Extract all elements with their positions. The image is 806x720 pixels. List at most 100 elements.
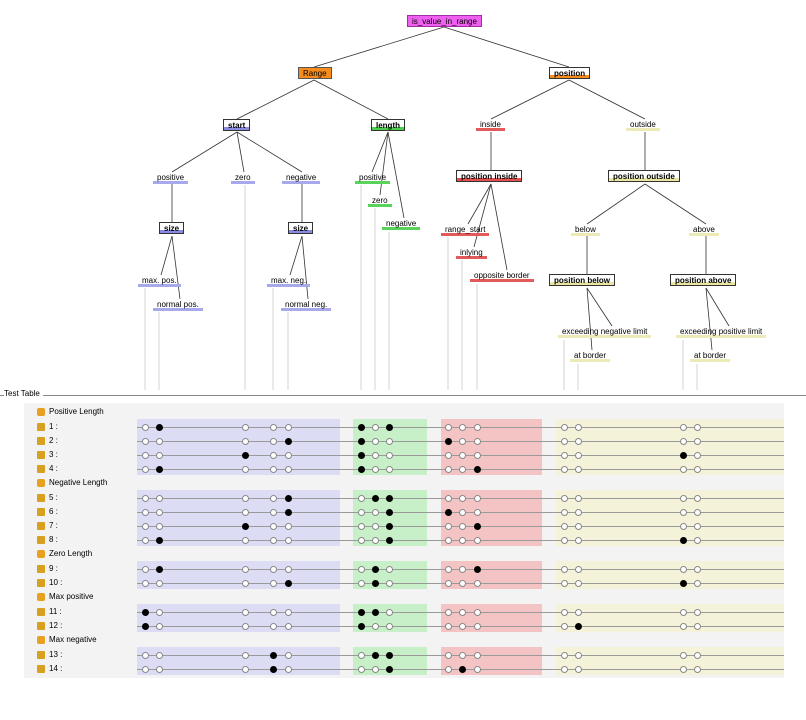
class-marker[interactable] [445,452,452,459]
selected-class-marker[interactable] [285,495,292,502]
class-marker[interactable] [561,495,568,502]
class-marker[interactable] [459,424,466,431]
class-marker[interactable] [561,523,568,530]
test-case-row-label[interactable]: 2 : [37,436,58,445]
class-marker[interactable] [142,652,149,659]
class-marker[interactable] [561,623,568,630]
test-group-label[interactable]: Max positive [37,592,93,601]
class-marker[interactable] [474,509,481,516]
class-marker[interactable] [680,666,687,673]
start-positive-class[interactable]: positive [153,172,189,184]
class-marker[interactable] [575,523,582,530]
test-case-row-label[interactable]: 14 : [37,664,62,673]
class-marker[interactable] [270,523,277,530]
class-marker[interactable] [474,666,481,673]
class-marker[interactable] [386,566,393,573]
normal-neg-class[interactable]: normal neg. [281,299,332,311]
class-marker[interactable] [386,452,393,459]
selected-class-marker[interactable] [445,509,452,516]
selected-class-marker[interactable] [386,495,393,502]
class-marker[interactable] [445,580,452,587]
class-marker[interactable] [242,424,249,431]
class-marker[interactable] [386,623,393,630]
class-marker[interactable] [156,609,163,616]
class-marker[interactable] [358,495,365,502]
class-marker[interactable] [561,580,568,587]
class-marker[interactable] [474,652,481,659]
class-marker[interactable] [575,566,582,573]
class-marker[interactable] [242,509,249,516]
class-marker[interactable] [561,609,568,616]
class-marker[interactable] [142,466,149,473]
selected-class-marker[interactable] [270,666,277,673]
class-marker[interactable] [242,652,249,659]
selected-class-marker[interactable] [386,424,393,431]
class-marker[interactable] [561,666,568,673]
class-marker[interactable] [285,623,292,630]
range-node[interactable]: Range [298,67,332,79]
start-negative-class[interactable]: negative [282,172,321,184]
at-border-below-class[interactable]: at border [570,350,611,362]
class-marker[interactable] [459,452,466,459]
class-marker[interactable] [474,424,481,431]
selected-class-marker[interactable] [242,523,249,530]
class-marker[interactable] [575,466,582,473]
class-marker[interactable] [358,580,365,587]
class-marker[interactable] [358,537,365,544]
selected-class-marker[interactable] [680,452,687,459]
class-marker[interactable] [459,509,466,516]
class-marker[interactable] [372,523,379,530]
class-marker[interactable] [459,495,466,502]
class-marker[interactable] [445,666,452,673]
class-marker[interactable] [270,580,277,587]
class-marker[interactable] [694,452,701,459]
selected-class-marker[interactable] [372,566,379,573]
class-marker[interactable] [270,623,277,630]
class-marker[interactable] [242,609,249,616]
selected-class-marker[interactable] [680,580,687,587]
test-group-label[interactable]: Positive Length [37,407,104,416]
test-case-row-label[interactable]: 6 : [37,507,58,516]
class-marker[interactable] [156,623,163,630]
class-marker[interactable] [242,623,249,630]
class-marker[interactable] [142,523,149,530]
class-marker[interactable] [270,509,277,516]
class-marker[interactable] [142,580,149,587]
class-marker[interactable] [474,623,481,630]
class-marker[interactable] [285,566,292,573]
test-case-row-label[interactable]: 13 : [37,650,62,659]
class-marker[interactable] [156,452,163,459]
class-marker[interactable] [694,652,701,659]
class-marker[interactable] [285,666,292,673]
class-marker[interactable] [156,580,163,587]
class-marker[interactable] [372,452,379,459]
class-marker[interactable] [142,452,149,459]
class-marker[interactable] [142,537,149,544]
selected-class-marker[interactable] [386,666,393,673]
class-marker[interactable] [270,495,277,502]
selected-class-marker[interactable] [358,452,365,459]
class-marker[interactable] [680,466,687,473]
class-marker[interactable] [142,509,149,516]
position-below-node[interactable]: position below [549,274,615,286]
selected-class-marker[interactable] [358,466,365,473]
class-marker[interactable] [474,537,481,544]
selected-class-marker[interactable] [142,609,149,616]
class-marker[interactable] [270,438,277,445]
class-marker[interactable] [156,438,163,445]
class-marker[interactable] [694,509,701,516]
class-marker[interactable] [575,495,582,502]
class-marker[interactable] [680,523,687,530]
selected-class-marker[interactable] [358,424,365,431]
class-marker[interactable] [680,424,687,431]
selected-class-marker[interactable] [386,523,393,530]
class-marker[interactable] [270,537,277,544]
length-positive-class[interactable]: positive [355,172,391,184]
class-marker[interactable] [242,537,249,544]
class-marker[interactable] [561,652,568,659]
position-node[interactable]: position [549,67,591,79]
class-marker[interactable] [372,424,379,431]
class-marker[interactable] [285,523,292,530]
test-case-row-label[interactable]: 10 : [37,578,62,587]
class-marker[interactable] [358,666,365,673]
